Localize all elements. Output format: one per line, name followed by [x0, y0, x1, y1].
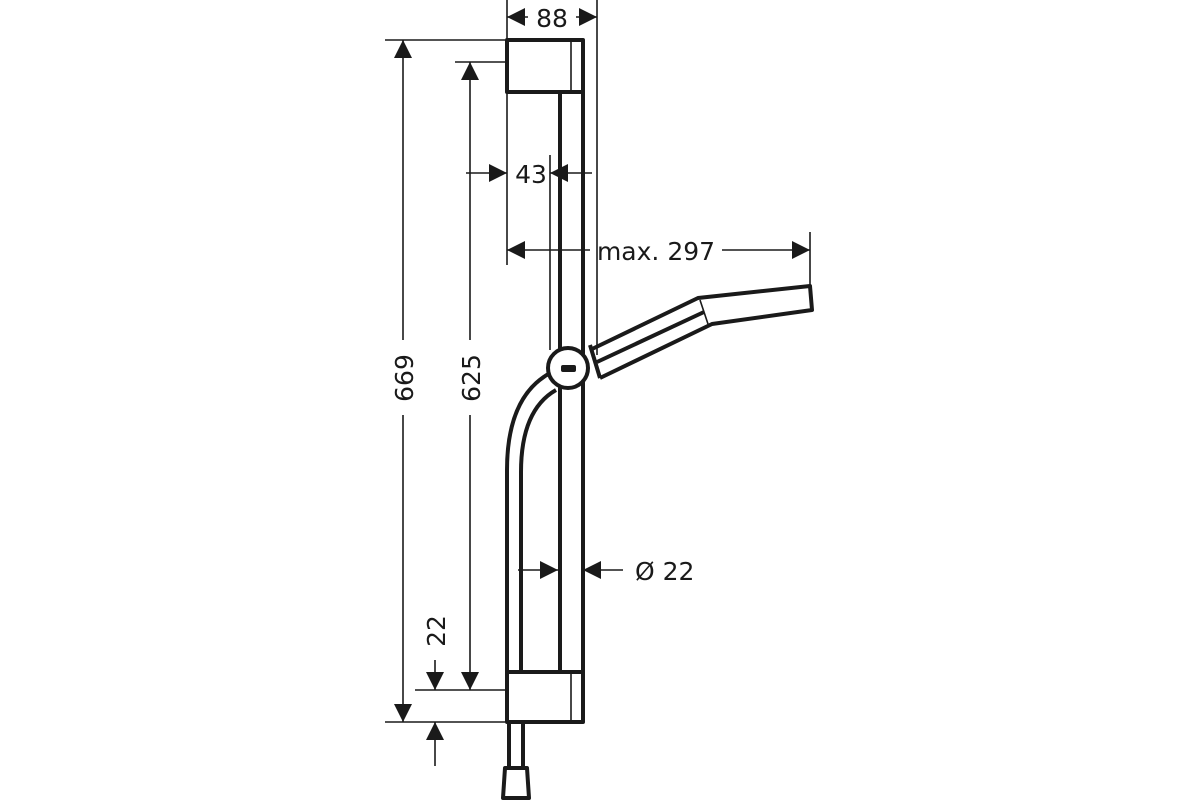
dim-625-label: 625 — [457, 354, 486, 402]
dimension-diameter-22: Ø 22 — [518, 557, 694, 586]
dim-88-label: 88 — [536, 4, 568, 33]
bottom-wall-bracket — [505, 670, 585, 724]
hand-shower — [588, 284, 814, 380]
dimension-height-669: 669 — [390, 40, 419, 722]
dim-43-label: 43 — [515, 160, 547, 189]
shower-hose — [501, 370, 558, 800]
dim-diameter-label: Ø 22 — [635, 557, 694, 586]
dimension-width-88: 88 — [507, 2, 597, 33]
top-wall-bracket — [505, 38, 585, 94]
dim-669-label: 669 — [390, 354, 419, 402]
dim-297-label: max. 297 — [597, 237, 715, 266]
extension-lines — [385, 0, 811, 723]
dimension-offset-22: 22 — [422, 615, 451, 766]
dimension-offset-43: 43 — [466, 160, 592, 189]
shower-holder — [546, 346, 590, 390]
dim-22-label: 22 — [422, 615, 451, 647]
dimension-height-625: 625 — [457, 62, 486, 690]
dimension-reach-297: max. 297 — [507, 237, 810, 266]
